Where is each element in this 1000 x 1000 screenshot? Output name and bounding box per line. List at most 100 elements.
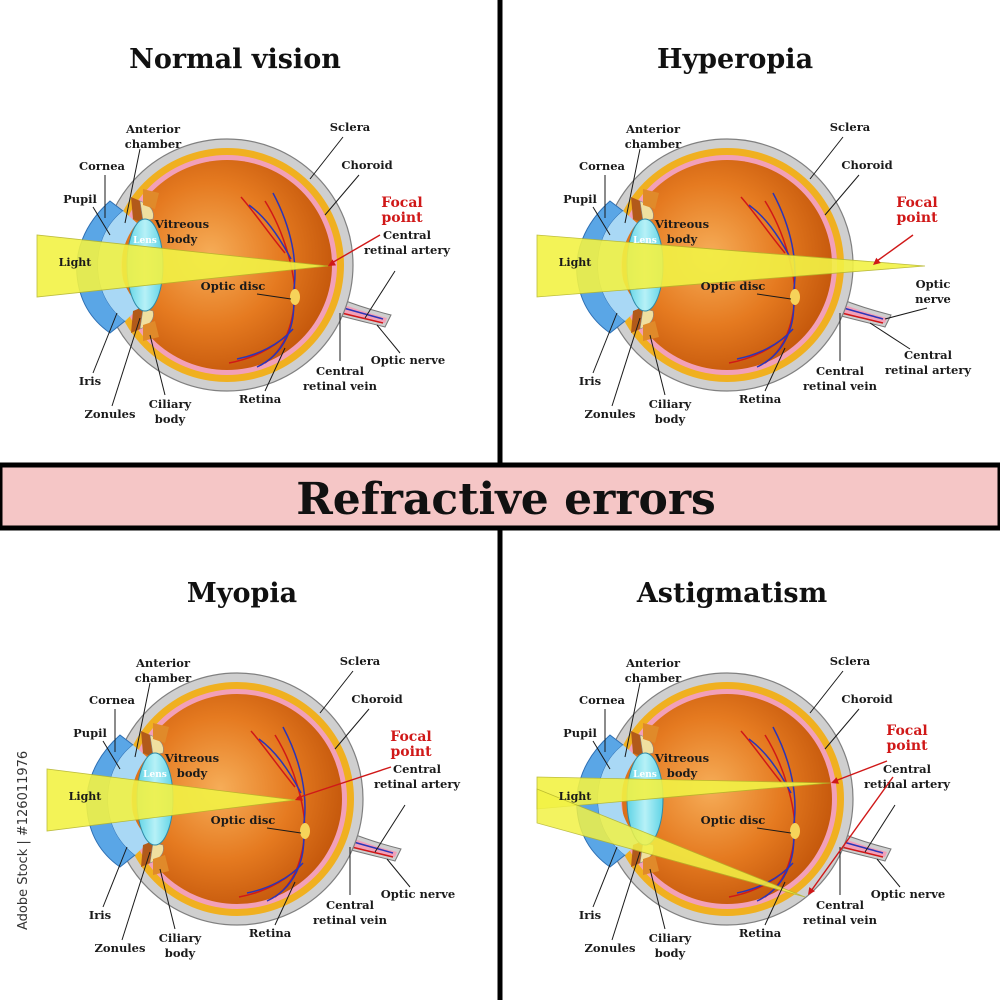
leader-line [824, 708, 860, 750]
label-sclera: Sclera [340, 654, 381, 668]
leader-line [149, 334, 166, 396]
label-cornea: Cornea [579, 159, 626, 173]
focal-arrow-head [295, 794, 303, 801]
leader-line [376, 324, 401, 354]
label-iris: Iris [579, 908, 601, 922]
title-banner [0, 462, 1000, 531]
light-beam [36, 234, 329, 298]
label-zonules: Zonules [585, 407, 636, 421]
lens-label: Lens [133, 236, 157, 246]
label-choroid: Choroid [341, 158, 392, 172]
leader-line [121, 851, 151, 941]
leader-line [611, 851, 641, 941]
leader-line [810, 776, 894, 892]
panel-title: Astigmatism [636, 578, 827, 609]
leader-line [592, 846, 618, 908]
label-iris: Iris [579, 374, 601, 388]
label-sclera: Sclera [830, 120, 871, 134]
label-optic-disc: Optic disc [701, 279, 766, 293]
leader-line [92, 206, 111, 236]
label-optic-nerve: Optic nerve [381, 887, 455, 901]
leader-line [274, 881, 296, 926]
leader-line [124, 148, 141, 224]
leader-line [876, 234, 914, 262]
leader-line [592, 206, 611, 236]
leader-line [649, 868, 666, 930]
panel-title: Myopia [187, 578, 297, 609]
leader-line [309, 136, 344, 180]
stock-id: Adobe Stock | #126011976 [16, 751, 31, 930]
leader-line [374, 804, 406, 853]
leader-line [756, 827, 792, 834]
lens-label: Lens [633, 770, 657, 780]
leader-line [92, 312, 118, 374]
label-cornea: Cornea [89, 693, 136, 707]
leader-line [266, 827, 302, 834]
label-optic-disc: Optic disc [201, 279, 266, 293]
leader-line [329, 234, 381, 265]
banner-title: Refractive errors [296, 474, 716, 525]
leader-line [592, 740, 611, 770]
leader-line [111, 317, 141, 407]
leader-line [864, 804, 896, 853]
leader-line [764, 881, 786, 926]
label-pupil: Pupil [73, 726, 107, 740]
leader-line [824, 174, 860, 216]
label-retina: Retina [239, 392, 282, 406]
leader-line [876, 858, 901, 888]
leader-line [319, 670, 354, 714]
leader-line [592, 312, 618, 374]
label-choroid: Choroid [841, 158, 892, 172]
label-retina: Retina [739, 392, 782, 406]
lens-label: Lens [633, 236, 657, 246]
leader-line [386, 858, 411, 888]
leader-line [624, 682, 641, 758]
label-pupil: Pupil [563, 726, 597, 740]
label-zonules: Zonules [585, 941, 636, 955]
leader-line [296, 766, 392, 799]
label-cornea: Cornea [79, 159, 126, 173]
lens-label: Lens [143, 770, 167, 780]
focal-arrow-head [873, 257, 881, 265]
leader-line [364, 270, 396, 319]
leader-line [884, 307, 928, 320]
light-beam [536, 234, 926, 298]
light-beam-lower [536, 788, 806, 898]
leader-line [102, 846, 128, 908]
label-cornea: Cornea [579, 693, 626, 707]
label-iris: Iris [79, 374, 101, 388]
leader-line [869, 322, 911, 350]
leader-line [756, 293, 792, 300]
leader-line [611, 317, 641, 407]
leader-line [159, 868, 176, 930]
leader-line [764, 347, 786, 392]
leader-line [324, 174, 360, 216]
label-sclera: Sclera [830, 654, 871, 668]
leader-line [624, 148, 641, 224]
